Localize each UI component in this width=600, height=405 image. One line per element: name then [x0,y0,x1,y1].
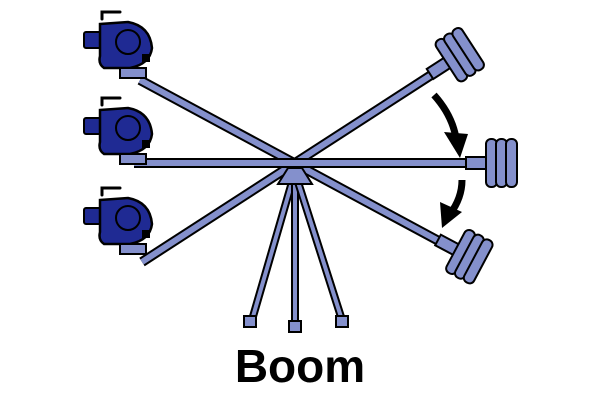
counterweight-icon [415,25,487,96]
boom-arms [134,63,486,267]
camera-icon [82,96,154,166]
camera-icon [82,10,154,80]
counterweight-icon [465,138,518,188]
arrow-icon [431,92,468,158]
tripod-icon [243,178,349,333]
arrow-icon [440,179,466,228]
camera-icon [82,186,154,256]
diagram-caption: Boom [234,340,366,392]
pivot-head [276,167,314,185]
counterweight-icon [425,217,496,287]
